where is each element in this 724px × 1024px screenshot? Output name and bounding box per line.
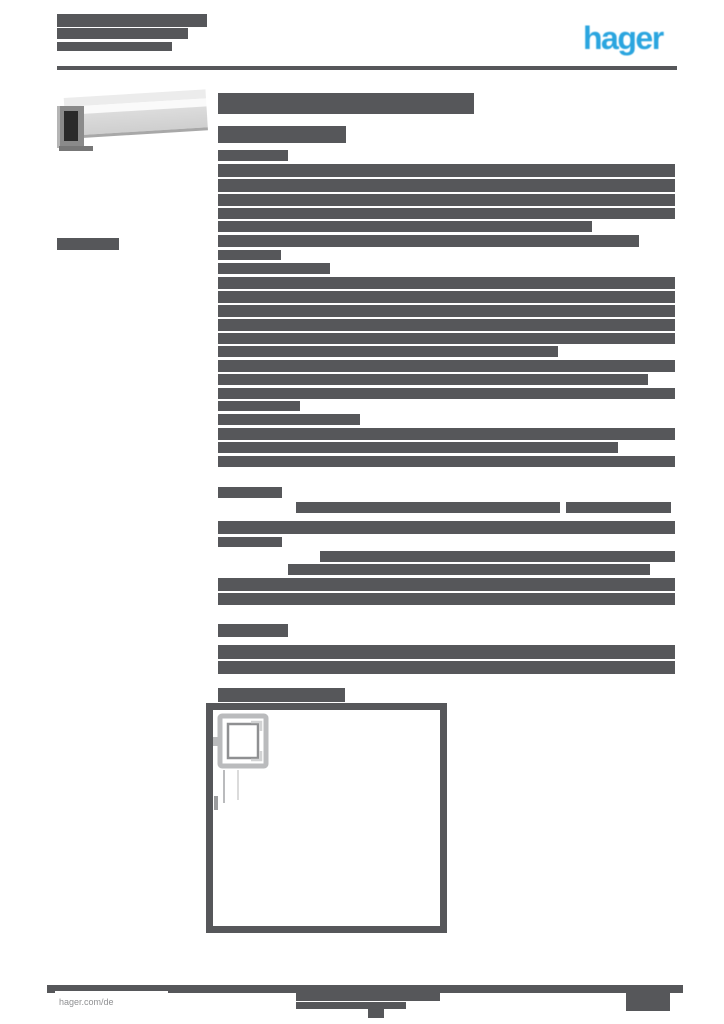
redacted-text-line xyxy=(218,442,618,453)
redacted-text-line xyxy=(218,179,675,192)
product-photo-trunking xyxy=(57,86,208,154)
redacted-text-line xyxy=(218,208,675,219)
redacted-product-subtitle xyxy=(218,126,346,143)
redacted-spec-value xyxy=(566,502,671,513)
redacted-text-line xyxy=(218,521,675,534)
trunking-end-opening xyxy=(64,111,78,141)
redacted-margin-label xyxy=(57,238,119,250)
redacted-header-line xyxy=(57,14,207,27)
redacted-text-line xyxy=(218,645,675,659)
redacted-text-line xyxy=(218,263,330,274)
redacted-text-line xyxy=(218,360,675,372)
redacted-text-line xyxy=(218,194,675,206)
redacted-text-line xyxy=(218,346,558,357)
redacted-text-line xyxy=(218,661,675,674)
redacted-text-line xyxy=(218,414,360,425)
redacted-text-line xyxy=(218,456,675,467)
redacted-spec-label xyxy=(218,624,288,637)
hager-logo: hager xyxy=(583,20,664,56)
redacted-section-label xyxy=(218,688,345,702)
redacted-text-line xyxy=(218,291,675,303)
dimension-drawing-frame xyxy=(206,703,447,933)
redacted-header-line xyxy=(57,42,172,51)
redacted-spec-value xyxy=(288,564,650,575)
redacted-text-line xyxy=(218,428,675,440)
redacted-spec-label xyxy=(218,537,282,547)
redacted-text-line xyxy=(218,319,675,331)
redacted-text-line xyxy=(218,593,675,605)
redacted-spec-label xyxy=(218,487,282,498)
redacted-text-line xyxy=(218,164,675,177)
redacted-footer-line xyxy=(368,1009,384,1018)
redacted-footer-pagenumber xyxy=(626,992,670,1011)
redacted-text-line xyxy=(218,235,639,247)
redacted-section-label xyxy=(218,150,288,161)
redacted-text-line xyxy=(218,374,648,385)
redacted-text-line xyxy=(218,578,675,591)
redacted-footer-line xyxy=(296,1002,406,1009)
redacted-text-line xyxy=(218,277,675,289)
redacted-header-line xyxy=(57,28,188,39)
header-divider xyxy=(57,66,677,70)
redacted-product-title xyxy=(218,93,474,114)
trunking-end-cap xyxy=(57,106,84,148)
redacted-text-line xyxy=(218,250,281,260)
redacted-text-line xyxy=(218,333,675,344)
redacted-text-line xyxy=(218,221,592,232)
redacted-text-line xyxy=(218,305,675,317)
footer-divider xyxy=(47,985,683,993)
trunking-body xyxy=(63,89,208,140)
redacted-spec-value xyxy=(320,551,675,562)
trunking-cross-section-icon xyxy=(213,713,269,810)
redacted-text-line xyxy=(218,401,300,411)
photo-shadow xyxy=(59,146,93,151)
footer-website-link: hager.com/de xyxy=(55,991,168,1014)
redacted-text-line xyxy=(218,388,675,399)
redacted-spec-value xyxy=(296,502,560,513)
redacted-footer-line xyxy=(296,993,440,1001)
